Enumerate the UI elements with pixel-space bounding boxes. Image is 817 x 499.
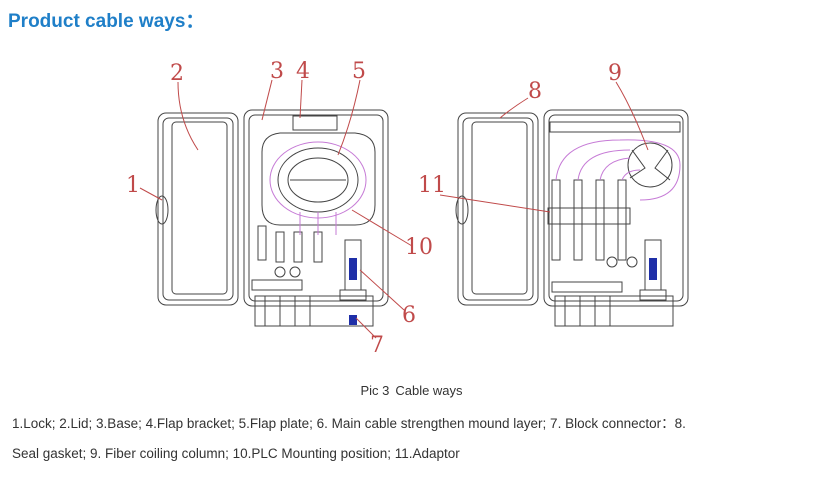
callout-10: 10: [405, 235, 433, 260]
right-box-base: [543, 109, 689, 327]
callout-6: 6: [402, 303, 416, 328]
callout-3: 3: [270, 59, 284, 84]
callout-9: 9: [608, 61, 622, 86]
cable-ways-diagram: 2 3 4 5 1 10 6 7 8 9 11: [126, 59, 689, 358]
section-heading: Product cable ways：: [8, 11, 205, 32]
figure-caption: Pic 3 Cable ways: [0, 383, 817, 398]
fiber-routing-lines: [269, 139, 681, 235]
right-box-lid: [455, 112, 539, 306]
callout-8: 8: [528, 79, 542, 104]
callout-5: 5: [352, 59, 366, 84]
legend-line-2: Seal gasket; 9. Fiber coiling column; 10…: [12, 446, 460, 461]
caption-label: Pic 3: [360, 383, 390, 398]
left-box-lid: [155, 112, 239, 306]
block-connector-markers: [349, 258, 657, 325]
callout-2: 2: [170, 61, 184, 86]
legend-line-1: 1.Lock; 2.Lid; 3.Base; 4.Flap bracket; 5…: [12, 416, 686, 431]
callout-7: 7: [370, 333, 384, 358]
callout-leaders: [139, 79, 649, 339]
callout-1: 1: [126, 173, 140, 198]
callout-4: 4: [296, 59, 310, 84]
caption-text: Cable ways: [395, 383, 463, 398]
callout-11: 11: [418, 173, 446, 198]
